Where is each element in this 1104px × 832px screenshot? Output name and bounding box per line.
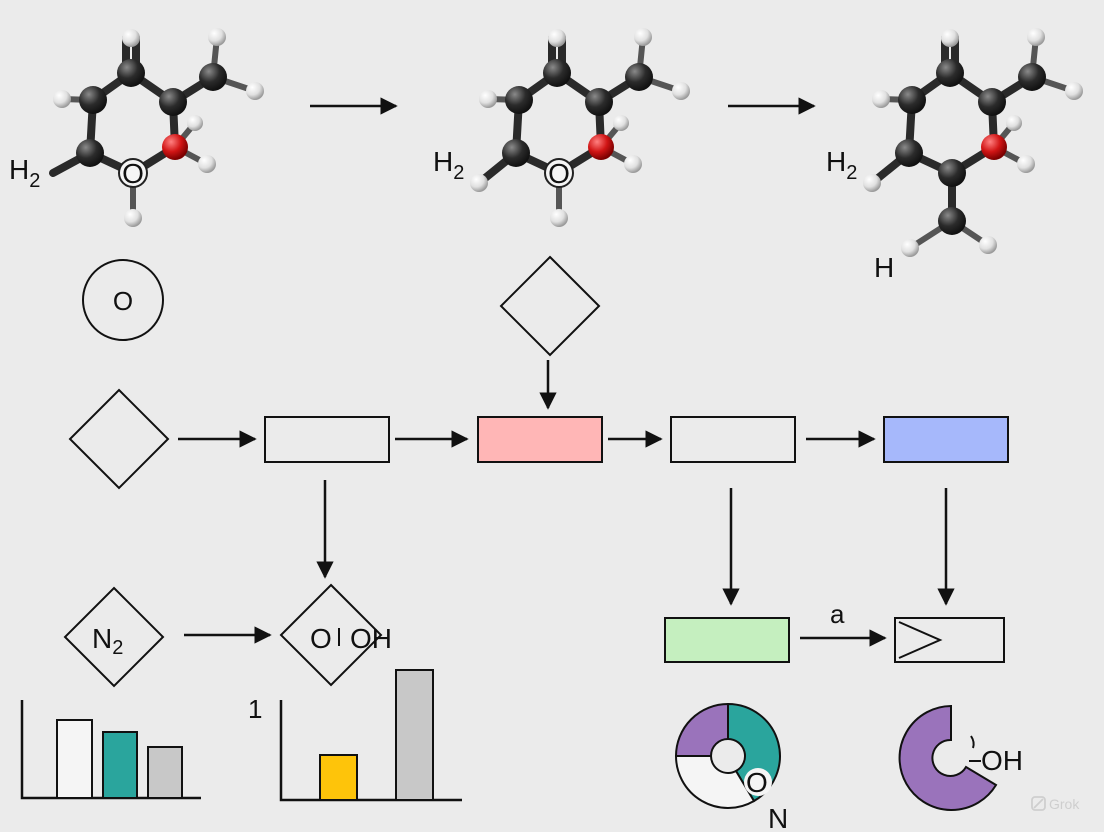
bar-gray [147,746,183,799]
h2-label: H2 [826,146,857,184]
oxygen-label: O [122,158,144,189]
bar-yellow [319,754,358,801]
circle-o-label: O [113,286,133,316]
process-box-3 [670,416,796,463]
tick-label-1: 1 [248,694,262,724]
arrow-label-a: a [830,599,845,629]
bar-chart-right-axes [279,700,462,802]
hydrogen-label: H [874,252,894,283]
ring-o-label: O [746,767,768,798]
molecule-intermediate: O H2 [433,28,690,227]
n2-label: N2 [92,623,123,659]
output-box [894,617,1005,663]
oxygen-circle-node [82,259,164,341]
molecule-product: H2 H [826,28,1083,283]
oxygen-label: O [548,158,570,189]
process-box-blue [883,416,1009,463]
ring-oh-label: OH [981,745,1023,776]
top-diamond-node [499,255,601,357]
bar-teal [102,731,138,799]
molecule-reactant: O H2 [9,28,264,227]
ring-chart-right: OH [898,704,1023,811]
process-box-1 [264,416,390,463]
bar-white [56,719,93,799]
watermark-text: Grok [1049,796,1080,812]
process-box-pink [477,416,603,463]
play-triangle-icon [898,621,943,659]
process-box-green [664,617,790,663]
bar-chart-left-axes [20,700,201,800]
ring-n-label: N [768,803,788,832]
o-label: O [310,623,332,654]
bar-chart-right: 1 [248,669,462,802]
grok-logo-icon: Grok [1031,796,1080,812]
h2-label: H2 [9,154,40,192]
bar-gray-tall [395,669,434,801]
o-oh-diamond-node [279,583,383,687]
bar-chart-left [20,700,201,800]
n2-diamond-node [63,586,165,688]
start-diamond-node [68,388,170,490]
h2-label: H2 [433,146,464,184]
ring-chart-left: O N [674,702,788,832]
oh-label: OH [350,623,392,654]
